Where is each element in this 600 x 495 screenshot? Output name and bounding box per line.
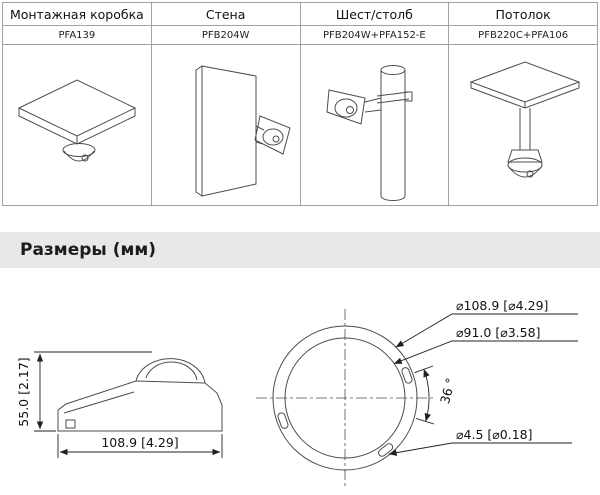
height-dimension-label: 55.0 [2.17]: [16, 357, 31, 426]
ceiling-mount-icon: [469, 61, 581, 178]
outer-diameter-label: ⌀108.9 [⌀4.29]: [456, 298, 548, 313]
height-dimension: [34, 351, 152, 432]
mount-illustration-cell: [150, 44, 301, 206]
mount-model-row: PFA139 PFB204W PFB204W+PFA152-E PFB220C+…: [2, 25, 598, 45]
mount-option-model: PFB204W: [150, 25, 301, 45]
mount-illustration-row: [2, 44, 598, 206]
slot-angle-label: 36 °: [437, 376, 458, 405]
mount-illustration-cell: [448, 44, 598, 206]
mount-title-label: Стена: [205, 6, 246, 22]
width-dimension-label: 108.9 [4.29]: [101, 435, 178, 450]
mount-option-model: PFA139: [2, 25, 152, 45]
mount-option-title: Монтажная коробка: [2, 2, 152, 26]
hole-diameter-label: ⌀4.5 [⌀0.18]: [456, 427, 533, 442]
mount-illustration-cell: [299, 44, 450, 206]
mount-option-title: Потолок: [448, 2, 598, 26]
wall-mount-icon: [195, 65, 291, 197]
camera-base-bottom-view-drawing: [256, 309, 434, 487]
dimension-drawings: 55.0 [2.17] 108.9 [4.29] ⌀108.9 [⌀4.29]: [0, 286, 600, 487]
mount-model-label: PFB204W+PFA152-E: [323, 29, 426, 41]
mount-title-row: Монтажная коробка Стена Шест/столб Потол…: [2, 2, 598, 26]
camera-side-view-drawing: [57, 358, 223, 432]
junction-box-mount-icon: [17, 79, 137, 162]
mount-option-model: PFB220C+PFA106: [448, 25, 598, 45]
mount-model-label: PFA139: [58, 29, 96, 41]
mount-title-label: Шест/столб: [335, 6, 413, 22]
mount-title-label: Потолок: [495, 6, 551, 22]
section-title: Размеры (мм): [20, 240, 157, 260]
mount-model-label: PFB204W: [201, 29, 250, 41]
mount-title-label: Монтажная коробка: [9, 6, 144, 22]
mounting-options-table: Монтажная коробка Стена Шест/столб Потол…: [2, 2, 598, 206]
diameter-leaders: [388, 313, 578, 456]
section-header-dimensions: Размеры (мм): [0, 232, 600, 268]
mount-option-model: PFB204W+PFA152-E: [299, 25, 450, 45]
mount-model-label: PFB220C+PFA106: [478, 29, 569, 41]
mount-illustration-cell: [2, 44, 152, 206]
pole-mount-icon: [325, 65, 412, 201]
width-dimension: [57, 434, 223, 458]
dimension-drawing-canvas: 55.0 [2.17] 108.9 [4.29] ⌀108.9 [⌀4.29]: [16, 298, 578, 487]
mount-option-title: Стена: [150, 2, 301, 26]
mount-circle-diameter-label: ⌀91.0 [⌀3.58]: [456, 325, 540, 340]
mount-option-title: Шест/столб: [299, 2, 450, 26]
